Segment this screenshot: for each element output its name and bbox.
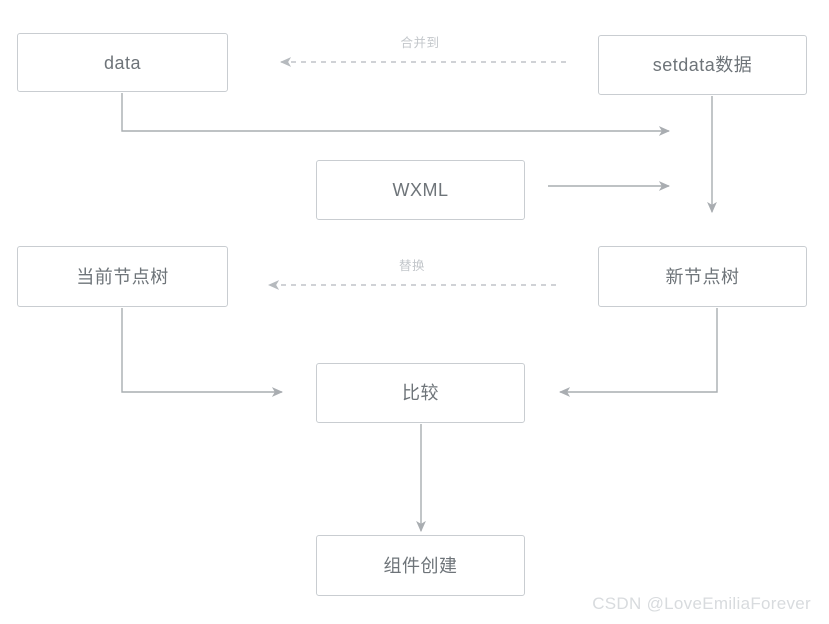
node-wxml-label: WXML (392, 180, 449, 200)
node-data-label: data (103, 52, 142, 73)
node-data[interactable]: data (17, 33, 228, 92)
watermark: CSDN @LoveEmiliaForever (592, 594, 811, 613)
edge-currenttree-to-compare (121, 308, 284, 397)
node-compare-label: 比较 (402, 383, 439, 403)
edge-label-replace: 替换 (398, 259, 426, 273)
node-wxml[interactable]: WXML (316, 160, 525, 220)
node-setdata[interactable]: setdata数据 (598, 35, 807, 95)
node-compare[interactable]: 比较 (316, 363, 525, 423)
node-current-tree[interactable]: 当前节点树 (17, 246, 228, 307)
node-component-create-label: 组件创建 (383, 555, 458, 576)
node-new-tree-label: 新节点树 (665, 266, 740, 287)
node-setdata-label: setdata数据 (652, 55, 753, 75)
node-new-tree[interactable]: 新节点树 (598, 246, 807, 307)
edge-newtree-to-compare (558, 308, 718, 397)
node-component-create[interactable]: 组件创建 (316, 535, 525, 596)
edge-data-to-newtree (121, 93, 671, 136)
edge-label-merge-into: 合并到 (400, 36, 440, 50)
node-current-tree-label: 当前节点树 (76, 266, 169, 287)
